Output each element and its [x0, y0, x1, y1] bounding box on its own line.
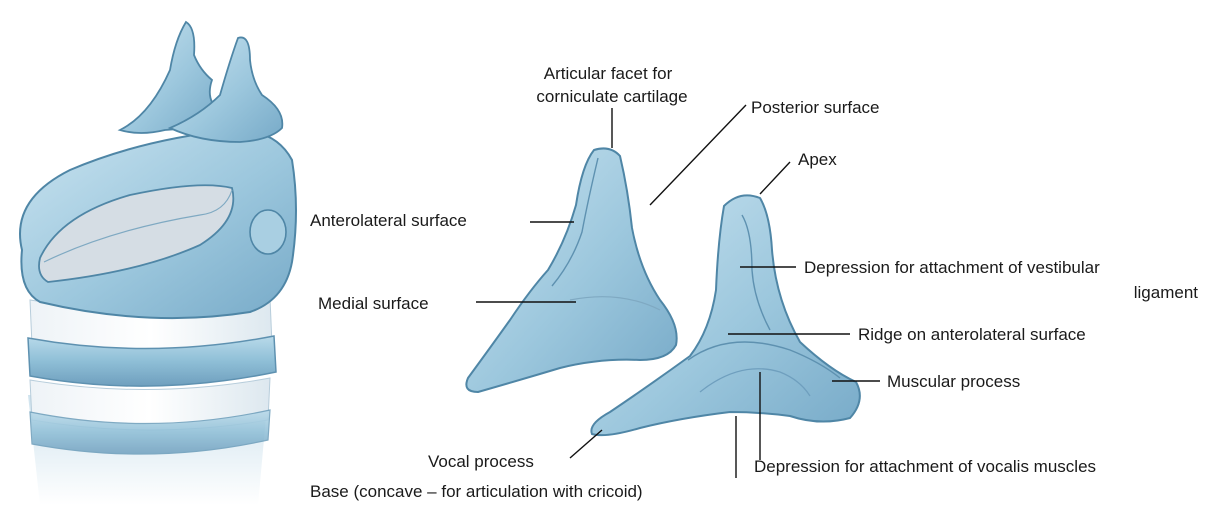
leader-vocal	[570, 430, 602, 458]
label-facet-line2: corniculate cartilage	[536, 87, 687, 106]
label-medial-surface: Medial surface	[318, 294, 429, 313]
arytenoid-medial-shape	[466, 148, 676, 392]
label-base: Base (concave – for articulation with cr…	[310, 482, 643, 501]
label-anterolateral-surface: Anterolateral surface	[310, 211, 467, 230]
label-depression-vocalis: Depression for attachment of vocalis mus…	[754, 457, 1096, 476]
larynx-illustration	[20, 22, 296, 505]
cricoid-facet	[250, 210, 286, 254]
leader-posterior	[650, 105, 746, 205]
label-ridge: Ridge on anterolateral surface	[858, 325, 1086, 344]
label-apex: Apex	[798, 150, 837, 169]
arytenoid-medial-view	[466, 148, 676, 392]
label-depression-vestibular-line2: ligament	[1134, 283, 1199, 302]
label-vocal-process: Vocal process	[428, 452, 534, 471]
label-facet-line1: Articular facet for	[544, 64, 673, 83]
label-posterior-surface: Posterior surface	[751, 98, 880, 117]
label-muscular-process: Muscular process	[887, 372, 1020, 391]
leader-apex	[760, 162, 790, 194]
label-depression-vestibular-line1: Depression for attachment of vestibular	[804, 258, 1100, 277]
